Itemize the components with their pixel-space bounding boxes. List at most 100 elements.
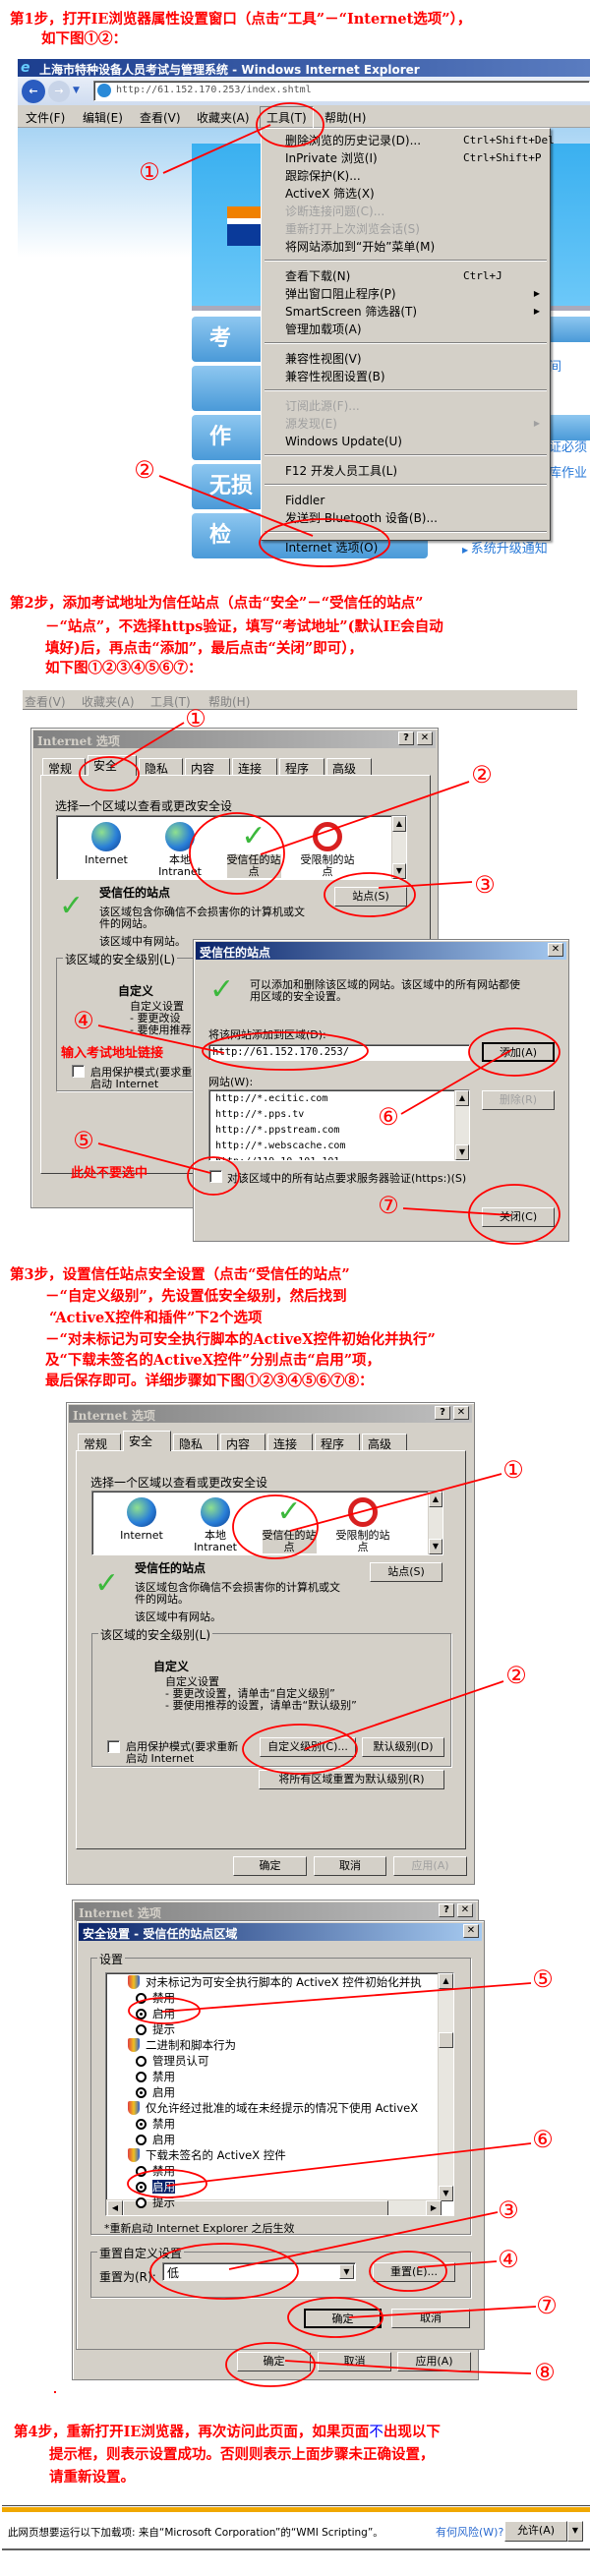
menu-item-3-1[interactable]: 源发现(E)▶	[262, 415, 550, 433]
zone-scrollbar[interactable]: ▲▼	[391, 816, 406, 879]
close-button[interactable]: ✕	[417, 732, 433, 745]
internet-zone[interactable]: Internet	[107, 1497, 176, 1542]
history-dropdown-icon[interactable]: ▼	[73, 86, 80, 95]
menu-item-5-1[interactable]: 发送到 Bluetooth 设备(B)...	[262, 509, 550, 527]
address-input[interactable]: http://61.152.170.253/index.shtml	[93, 81, 590, 101]
tab-5[interactable]: 程序	[315, 1434, 360, 1451]
tree-setting[interactable]: 对未标记为可安全执行脚本的 ActiveX 控件初始化并执	[128, 1974, 422, 1990]
sites-button[interactable]: 站点(S)	[334, 887, 407, 907]
tree-setting[interactable]: 仅允许经过批准的域在未经提示的情况下使用 ActiveX	[128, 2100, 418, 2116]
radio-button[interactable]	[136, 2135, 147, 2145]
menu-item-1-3[interactable]: 管理加载项(A)	[262, 321, 550, 338]
menu-view[interactable]: 查看(V)	[140, 111, 181, 125]
add-button[interactable]: 添加(A)	[482, 1042, 555, 1062]
tree-option[interactable]: 启用	[136, 2006, 175, 2021]
require-https-checkbox[interactable]	[209, 1170, 222, 1183]
internet-zone[interactable]: Internet	[72, 822, 141, 866]
add-site-input[interactable]: http://61.152.170.253/	[208, 1044, 470, 1061]
help-button[interactable]: ?	[398, 732, 414, 745]
reset-level-select[interactable]: 低 ▼	[162, 2262, 356, 2281]
allow-dropdown-button[interactable]: ▼	[567, 2521, 583, 2542]
tab-4[interactable]: 连接	[267, 1434, 313, 1451]
menu-favorites[interactable]: 收藏夹(A)	[82, 695, 135, 709]
radio-button[interactable]	[136, 1993, 147, 2004]
protected-mode-checkbox[interactable]	[107, 1740, 120, 1753]
settings-tree[interactable]: ▲ ▼ ◀ ▶ 对未标记为可安全执行脚本的 ActiveX 控件初始化并执禁用启…	[105, 1972, 454, 2216]
menu-item-4-0[interactable]: F12 开发人员工具(L)	[262, 462, 550, 480]
tree-option[interactable]: 启用	[136, 2084, 175, 2100]
tree-setting[interactable]: 下载未签名的 ActiveX 控件	[128, 2147, 286, 2163]
scroll-down-button[interactable]: ▼	[439, 2186, 453, 2201]
page-link-1[interactable]: 间	[549, 360, 562, 375]
tab-3[interactable]: 内容	[220, 1434, 266, 1451]
menu-item-0-0[interactable]: 删除浏览的历史记录(D)...Ctrl+Shift+Del	[262, 132, 555, 149]
scroll-left-button[interactable]: ◀	[107, 2200, 123, 2215]
menu-item-0-3[interactable]: ActiveX 筛选(X)	[262, 185, 550, 203]
tab-3[interactable]: 内容	[185, 758, 230, 776]
apply-button[interactable]: 应用(A)	[393, 1856, 467, 1876]
radio-button[interactable]	[136, 2024, 147, 2035]
menu-tools[interactable]: 工具(T)	[150, 695, 191, 709]
tab-1[interactable]: 安全	[88, 755, 137, 776]
ok-button[interactable]: 确定	[233, 1856, 307, 1876]
menu-item-0-2[interactable]: 跟踪保护(K)...	[262, 167, 550, 185]
site-list-item[interactable]: http://*.ppstream.com	[215, 1125, 340, 1136]
tree-setting[interactable]: 二进制和脚本行为	[128, 2037, 236, 2053]
tab-6[interactable]: 高级	[326, 758, 372, 776]
menu-item-1-2[interactable]: SmartScreen 筛选器(T)▶	[262, 303, 550, 321]
radio-button[interactable]	[136, 2166, 147, 2177]
menu-item-5-0[interactable]: Fiddler	[262, 492, 550, 509]
close-button[interactable]: ✕	[548, 943, 563, 957]
scroll-up-button[interactable]: ▲	[392, 816, 406, 832]
radio-button[interactable]	[136, 2009, 147, 2020]
menu-favorites[interactable]: 收藏夹(A)	[197, 111, 250, 125]
apply-button[interactable]: 应用(A)	[397, 2352, 471, 2371]
tab-5[interactable]: 程序	[279, 758, 324, 776]
protected-mode-checkbox[interactable]	[72, 1065, 85, 1078]
tab-4[interactable]: 连接	[232, 758, 277, 776]
menu-item-3-2[interactable]: Windows Update(U)	[262, 433, 550, 450]
sites-scrollbar[interactable]: ▲ ▼	[454, 1090, 469, 1160]
menu-view[interactable]: 查看(V)	[25, 695, 66, 709]
radio-button[interactable]	[136, 2182, 147, 2193]
help-button[interactable]: ?	[435, 1406, 450, 1420]
radio-button[interactable]	[136, 2056, 147, 2067]
menu-item-1-1[interactable]: 弹出窗口阻止程序(P)▶	[262, 285, 550, 303]
allow-button[interactable]: 允许(A)	[504, 2521, 567, 2542]
forward-button[interactable]: →	[48, 81, 70, 102]
scroll-thumb[interactable]	[439, 2032, 453, 2048]
menu-item-0-5[interactable]: 重新打开上次浏览会话(S)	[262, 220, 550, 238]
reset-all-zones-button[interactable]: 将所有区域重置为默认级别(R)	[259, 1770, 444, 1789]
site-list-item[interactable]: http://*.ecitic.com	[215, 1093, 328, 1104]
cancel-button[interactable]: 取消	[391, 2309, 470, 2328]
tree-option[interactable]: 启用	[136, 2179, 175, 2195]
help-button[interactable]: ?	[439, 1903, 454, 1917]
menu-help[interactable]: 帮助(H)	[324, 111, 367, 125]
scroll-down-button[interactable]: ▼	[429, 1539, 442, 1554]
ok-button[interactable]: 确定	[237, 2352, 311, 2371]
local-intranet-zone[interactable]: 本地 Intranet	[146, 822, 214, 878]
reset-button[interactable]: 重置(E)...	[373, 2262, 455, 2282]
cancel-button[interactable]: 取消	[318, 2352, 391, 2371]
menu-help[interactable]: 帮助(H)	[208, 695, 251, 709]
menu-item-0-1[interactable]: InPrivate 浏览(I)Ctrl+Shift+P	[262, 149, 550, 167]
radio-button[interactable]	[136, 2119, 147, 2130]
local-intranet-zone[interactable]: 本地 Intranet	[181, 1497, 250, 1553]
tab-6[interactable]: 高级	[362, 1434, 407, 1451]
menu-tools[interactable]: 工具(T)	[260, 106, 314, 129]
tab-1[interactable]: 安全	[123, 1431, 171, 1451]
restricted-sites-zone[interactable]: 受限制的站 点	[293, 822, 362, 878]
tree-option[interactable]: 提示	[136, 2195, 175, 2210]
scroll-right-button[interactable]: ▶	[426, 2200, 442, 2215]
tree-option[interactable]: 禁用	[136, 1990, 175, 2006]
scroll-up-button[interactable]: ▲	[439, 1973, 453, 1989]
default-level-button[interactable]: 默认级别(D)	[362, 1737, 444, 1757]
ok-button[interactable]: 确定	[304, 2309, 382, 2328]
radio-button[interactable]	[136, 2087, 147, 2098]
tab-2[interactable]: 隐私	[139, 758, 183, 776]
menu-file[interactable]: 文件(F)	[26, 111, 66, 125]
page-link-2[interactable]: 证必须	[549, 440, 588, 455]
